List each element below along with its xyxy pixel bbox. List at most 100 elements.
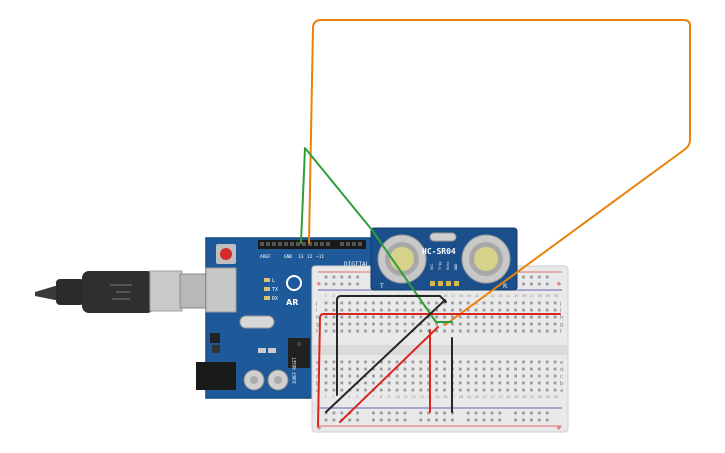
breadboard-hole[interactable]	[332, 360, 336, 364]
breadboard-hole[interactable]	[498, 329, 502, 333]
breadboard-hole[interactable]	[427, 367, 431, 371]
breadboard-hole[interactable]	[387, 329, 391, 333]
breadboard-hole[interactable]	[443, 381, 446, 385]
breadboard-hole[interactable]	[356, 367, 359, 371]
breadboard-hole[interactable]	[403, 388, 407, 392]
breadboard-hole[interactable]	[379, 374, 383, 378]
breadboard-hole[interactable]	[522, 360, 525, 364]
breadboard-hole[interactable]	[356, 301, 359, 305]
breadboard-hole[interactable]	[522, 301, 525, 305]
breadboard-hole[interactable]	[537, 418, 541, 422]
breadboard-hole[interactable]	[545, 308, 549, 312]
breadboard-hole[interactable]	[332, 329, 336, 333]
breadboard-hole[interactable]	[340, 329, 344, 333]
breadboard-hole[interactable]	[482, 367, 486, 371]
breadboard-hole[interactable]	[458, 381, 462, 385]
breadboard-hole[interactable]	[482, 360, 486, 364]
breadboard-hole[interactable]	[490, 418, 494, 422]
breadboard-hole[interactable]	[332, 367, 336, 371]
breadboard-hole[interactable]	[435, 315, 438, 319]
breadboard-hole[interactable]	[372, 381, 375, 385]
breadboard-hole[interactable]	[427, 301, 431, 305]
breadboard-hole[interactable]	[348, 367, 352, 371]
orange-wire[interactable]	[308, 19, 691, 326]
breadboard-hole[interactable]	[490, 374, 494, 378]
breadboard-hole[interactable]	[364, 388, 367, 392]
breadboard-hole[interactable]	[498, 374, 502, 378]
breadboard-hole[interactable]	[522, 418, 525, 422]
breadboard-hole[interactable]	[466, 315, 470, 319]
breadboard-hole[interactable]	[379, 367, 383, 371]
breadboard-hole[interactable]	[324, 301, 328, 305]
breadboard-hole[interactable]	[553, 367, 557, 371]
breadboard-hole[interactable]	[419, 381, 423, 385]
breadboard-hole[interactable]	[340, 360, 344, 364]
breadboard-hole[interactable]	[545, 418, 549, 422]
breadboard-hole[interactable]	[474, 388, 478, 392]
breadboard-hole[interactable]	[490, 322, 494, 326]
breadboard-hole[interactable]	[514, 388, 517, 392]
breadboard-hole[interactable]	[490, 381, 494, 385]
breadboard-hole[interactable]	[403, 411, 407, 415]
breadboard-hole[interactable]	[395, 301, 399, 305]
breadboard-hole[interactable]	[332, 308, 336, 312]
breadboard-hole[interactable]	[482, 329, 486, 333]
breadboard-hole[interactable]	[482, 418, 486, 422]
breadboard-hole[interactable]	[372, 301, 375, 305]
breadboard-hole[interactable]	[348, 282, 352, 286]
breadboard-hole[interactable]	[490, 329, 494, 333]
breadboard-hole[interactable]	[372, 322, 375, 326]
breadboard-hole[interactable]	[332, 322, 336, 326]
breadboard-hole[interactable]	[324, 374, 328, 378]
breadboard-hole[interactable]	[387, 315, 391, 319]
breadboard-hole[interactable]	[474, 418, 478, 422]
breadboard-hole[interactable]	[364, 301, 367, 305]
breadboard-hole[interactable]	[332, 275, 336, 279]
breadboard-hole[interactable]	[545, 374, 549, 378]
breadboard-hole[interactable]	[514, 360, 517, 364]
breadboard-hole[interactable]	[364, 322, 367, 326]
breadboard-hole[interactable]	[498, 301, 502, 305]
breadboard-hole[interactable]	[514, 301, 517, 305]
breadboard-hole[interactable]	[372, 374, 375, 378]
breadboard-hole[interactable]	[458, 360, 462, 364]
breadboard-hole[interactable]	[451, 315, 454, 319]
breadboard-hole[interactable]	[332, 388, 336, 392]
breadboard-hole[interactable]	[340, 411, 344, 415]
breadboard-hole[interactable]	[395, 374, 399, 378]
breadboard-hole[interactable]	[474, 360, 478, 364]
breadboard-hole[interactable]	[324, 388, 328, 392]
breadboard-hole[interactable]	[545, 322, 549, 326]
breadboard-hole[interactable]	[324, 411, 328, 415]
breadboard-hole[interactable]	[372, 308, 375, 312]
breadboard-hole[interactable]	[522, 374, 525, 378]
breadboard-hole[interactable]	[537, 301, 541, 305]
breadboard-hole[interactable]	[553, 322, 557, 326]
breadboard-hole[interactable]	[379, 329, 383, 333]
breadboard-hole[interactable]	[498, 315, 502, 319]
breadboard-hole[interactable]	[348, 418, 352, 422]
breadboard-hole[interactable]	[506, 315, 510, 319]
breadboard-hole[interactable]	[340, 381, 344, 385]
breadboard-hole[interactable]	[387, 360, 391, 364]
breadboard-hole[interactable]	[530, 381, 533, 385]
red-wire-rail[interactable]	[317, 313, 561, 427]
breadboard-hole[interactable]	[482, 301, 486, 305]
breadboard-hole[interactable]	[372, 315, 375, 319]
breadboard-hole[interactable]	[435, 301, 438, 305]
breadboard-hole[interactable]	[506, 374, 510, 378]
breadboard-hole[interactable]	[364, 315, 367, 319]
breadboard-hole[interactable]	[443, 388, 446, 392]
breadboard-hole[interactable]	[348, 301, 352, 305]
breadboard-hole[interactable]	[324, 360, 328, 364]
breadboard-hole[interactable]	[419, 418, 423, 422]
breadboard-hole[interactable]	[522, 388, 525, 392]
breadboard-hole[interactable]	[474, 322, 478, 326]
breadboard-hole[interactable]	[348, 308, 352, 312]
breadboard-hole[interactable]	[474, 367, 478, 371]
breadboard-hole[interactable]	[403, 322, 407, 326]
breadboard-hole[interactable]	[443, 322, 446, 326]
breadboard-hole[interactable]	[506, 381, 510, 385]
breadboard-hole[interactable]	[387, 322, 391, 326]
breadboard-hole[interactable]	[474, 315, 478, 319]
